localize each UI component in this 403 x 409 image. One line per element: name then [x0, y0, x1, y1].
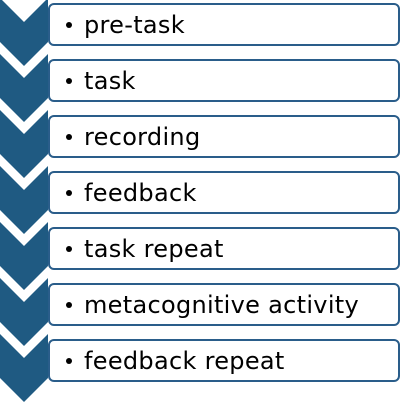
bullet-icon	[66, 357, 72, 364]
step-box-feedback-repeat: feedback repeat	[48, 339, 400, 382]
chevron-arrow-4	[0, 166, 48, 234]
chevron-arrow-5	[0, 222, 48, 290]
chevron-arrow-7	[0, 334, 48, 402]
step-label: task	[84, 66, 136, 95]
step-box-task: task	[48, 59, 400, 102]
step-label: feedback	[84, 178, 197, 207]
chevron-arrow-6	[0, 278, 48, 346]
step-box-recording: recording	[48, 115, 400, 158]
step-box-task-repeat: task repeat	[48, 227, 400, 270]
step-box-pre-task: pre-task	[48, 3, 400, 46]
bullet-icon	[66, 21, 72, 28]
step-label: task repeat	[84, 234, 224, 263]
bullet-icon	[66, 245, 72, 252]
bullet-icon	[66, 301, 72, 308]
step-label: feedback repeat	[84, 346, 285, 375]
chevron-arrow-1	[0, 0, 48, 66]
chevron-arrow-3	[0, 110, 48, 178]
step-label: metacognitive activity	[84, 290, 359, 319]
step-box-feedback: feedback	[48, 171, 400, 214]
step-label: recording	[84, 122, 201, 151]
bullet-icon	[66, 77, 72, 84]
bullet-icon	[66, 133, 72, 140]
chevron-arrow-2	[0, 54, 48, 122]
step-label: pre-task	[84, 10, 185, 39]
step-box-metacognitive-activity: metacognitive activity	[48, 283, 400, 326]
bullet-icon	[66, 189, 72, 196]
